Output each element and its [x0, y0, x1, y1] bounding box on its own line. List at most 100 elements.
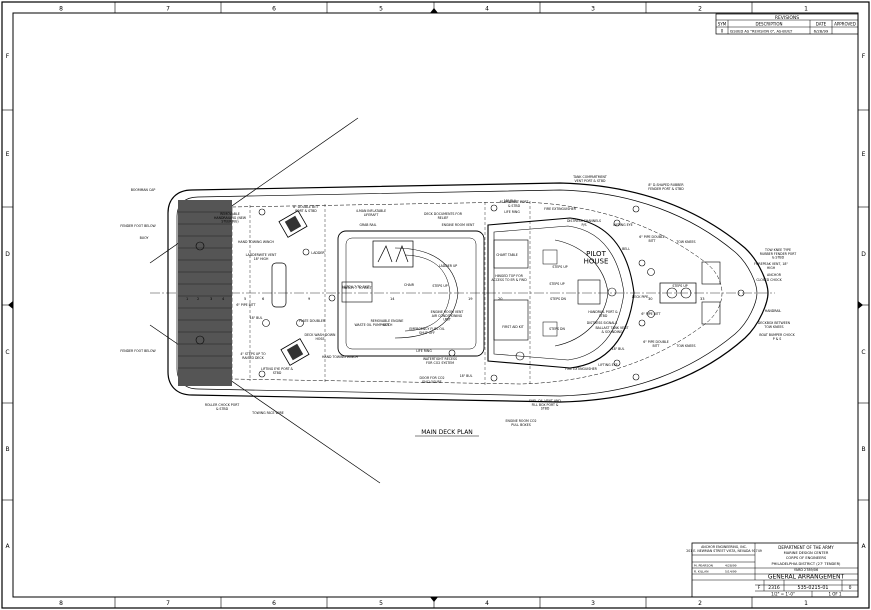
column-label: 3 [591, 6, 595, 13]
callout-label: DISTRESS SIGNALS [587, 321, 617, 325]
svg-text:4: 4 [222, 297, 225, 301]
callout-label: 18" BUL [504, 199, 517, 203]
column-label: 1 [804, 600, 808, 607]
column-label: 5 [379, 6, 383, 13]
callout-label: WASTE OIL PUMP OUT [354, 323, 389, 327]
callout-label: 6" PIPE BITT [236, 303, 255, 307]
first-aid-box [493, 299, 529, 341]
callout-label: DECK PIPE [632, 295, 649, 299]
tb-center: MARINE DESIGN CENTER [784, 551, 829, 555]
row-label: F [6, 53, 10, 60]
tb-drawn: M. PEARSON [694, 564, 713, 568]
row-label: E [6, 151, 10, 158]
row-label: D [5, 251, 10, 258]
column-label: 8 [59, 6, 63, 13]
tb-scale: 1/2" = 1'-0" [771, 592, 795, 597]
callout-label: 6" PIPE BITT [641, 312, 660, 316]
callout-label: TOWING FACE WIRE [251, 411, 284, 415]
callout-label: ANCHOR [767, 273, 782, 277]
callout-label: ROLLER CHOCK PORT& STBD [205, 403, 239, 411]
column-label: 6 [272, 6, 276, 13]
center-mark-left [8, 301, 13, 309]
svg-text:9: 9 [308, 297, 311, 301]
column-label: 4 [485, 6, 489, 13]
callout-label: TOW KNEES [675, 344, 695, 348]
svg-text:19: 19 [468, 297, 473, 301]
row-label: C [861, 349, 865, 356]
callout-label: GRAB RAIL [360, 223, 377, 227]
callout-label: HAND TOWING WINCH [238, 240, 275, 244]
column-label: 2 [698, 6, 702, 13]
callout-label: TOW KNEES [675, 240, 695, 244]
callout-label: HANDRAIL PORT &STBD [588, 310, 618, 318]
designer-name: ANCHOR ENGINEERING, INC.201 E. NEWMAN ST… [686, 545, 762, 553]
callout-label: LADDER UP [439, 264, 458, 268]
callout-label: CLOSED CHOCK [756, 278, 782, 282]
callout-label: STEPS UP [549, 282, 564, 286]
callout-label: BUOY [140, 236, 149, 240]
engine-house: HATCH 7 TO EXIT [337, 230, 485, 357]
revisions-block: REVISIONS SYM DESCRIPTION DATE APPROVED … [715, 13, 859, 35]
callout-label: 18" BUL [250, 316, 263, 320]
chart-table-box [493, 239, 529, 269]
tb-rev: 0 [849, 585, 852, 591]
row-label: B [5, 446, 9, 453]
svg-text:30: 30 [648, 297, 653, 301]
callout-label: BELL [622, 247, 630, 251]
tb-date2: 5/14/99 [725, 570, 737, 574]
callout-label: LADDER [311, 251, 325, 255]
tb-date1: 4/28/99 [725, 564, 737, 568]
tb-checked: R. KILLAN [694, 570, 708, 574]
callout-label: FIRST AID KIT [502, 325, 524, 329]
center-mark-bottom [430, 597, 438, 602]
tb-company: DEPARTMENT OF THE ARMY [778, 545, 834, 550]
hull-outline [150, 182, 775, 403]
svg-text:1: 1 [186, 297, 188, 301]
rev-row-sym: 0 [721, 29, 724, 34]
svg-text:20: 20 [498, 297, 503, 301]
callout-label: LIFTING EYE [598, 363, 617, 367]
callout-label: BALLAST TANK VENT& SOUNDING [595, 326, 628, 334]
helm-console [577, 279, 601, 305]
column-label: 7 [166, 6, 170, 13]
svg-text:5: 5 [244, 297, 246, 301]
center-mark-right [858, 301, 863, 309]
callout-label: STEPS UP [552, 265, 567, 269]
svg-text:14: 14 [390, 297, 395, 301]
callout-label: LIFTING EYE [613, 223, 632, 227]
svg-text:2: 2 [197, 297, 199, 301]
rev-header-date: DATE [816, 22, 827, 27]
callout-label: LIFE RING [504, 210, 520, 214]
callout-label: FIRE EXTINGUISHER [565, 367, 598, 371]
svg-text:33: 33 [700, 297, 705, 301]
column-label: 7 [166, 600, 170, 607]
row-label: D [861, 251, 866, 258]
tb-corps: CORPS OF ENGINEERS [786, 556, 827, 560]
callout-label: LIFE RING [416, 349, 432, 353]
row-label: F [862, 53, 866, 60]
callout-label: STEPS DN [550, 297, 566, 301]
inner-border [12, 12, 859, 598]
hatch-box [341, 281, 373, 303]
callout-label: BOOMMAN CAP [131, 188, 156, 192]
callout-label: FENDER FOOT BELOW [120, 349, 156, 353]
row-label: A [861, 543, 866, 550]
